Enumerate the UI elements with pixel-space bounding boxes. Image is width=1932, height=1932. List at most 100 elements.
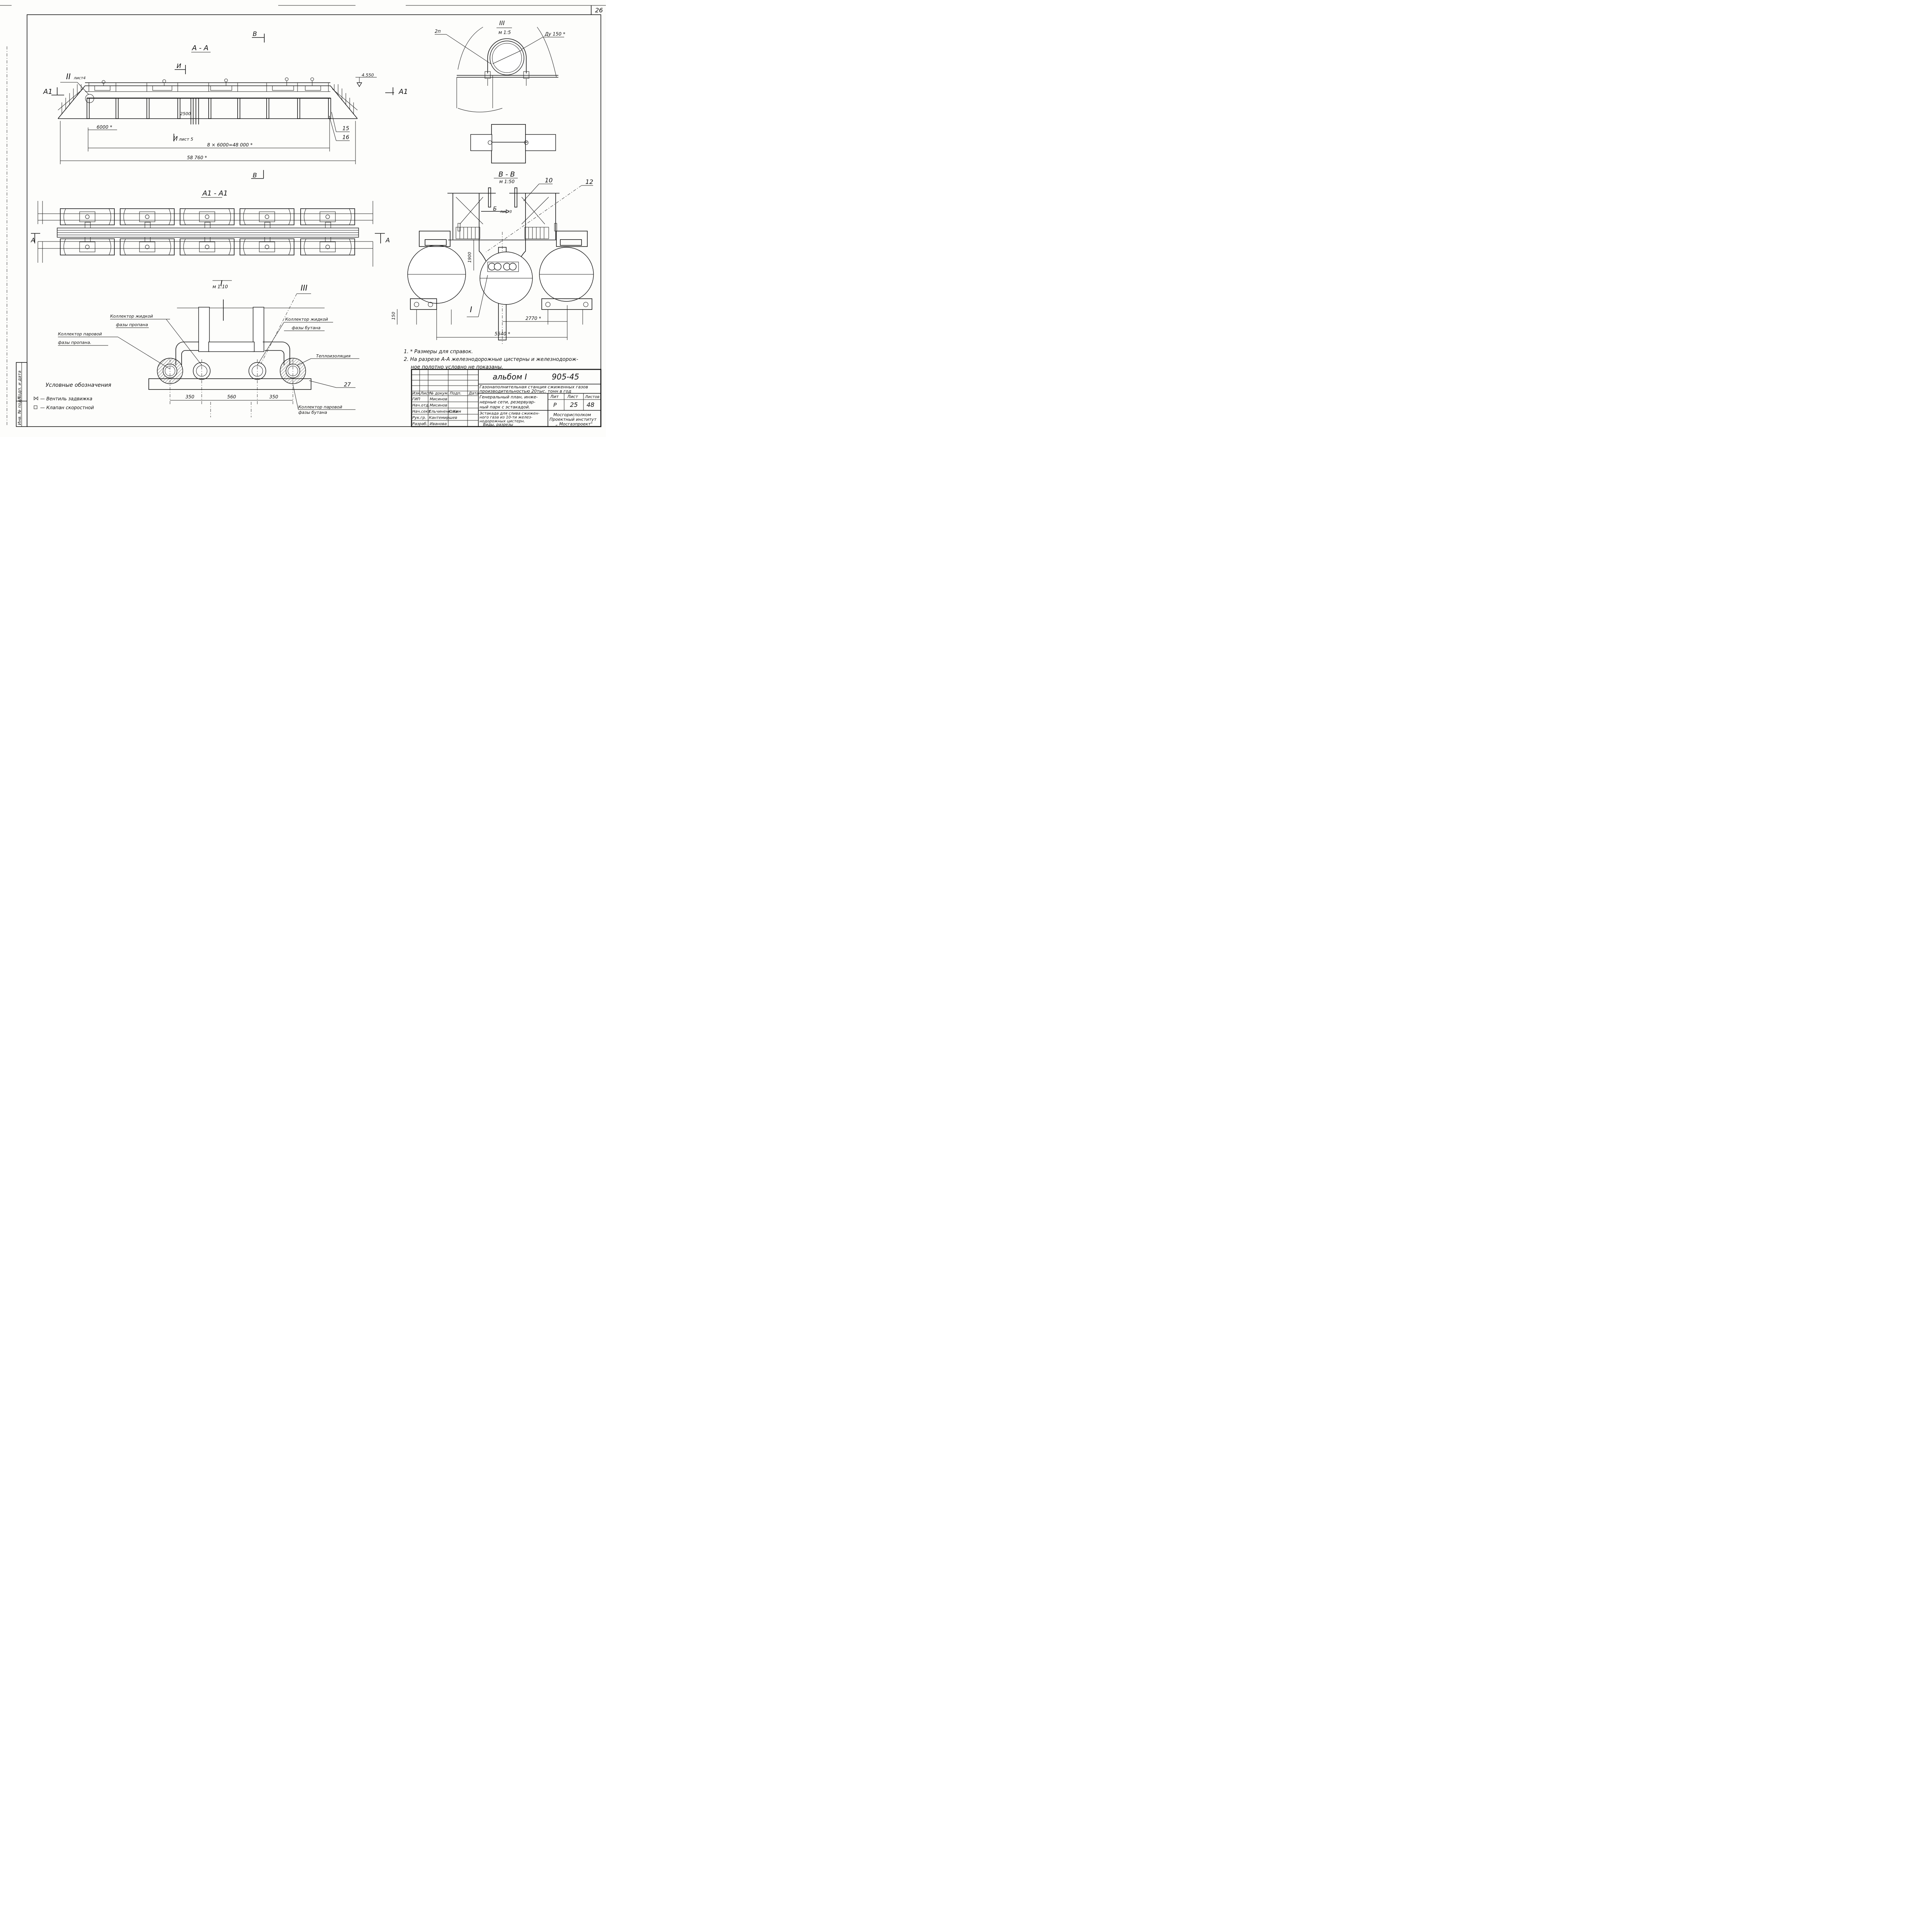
cut-i-top-label: И bbox=[177, 62, 181, 70]
cut-a-left-label: А bbox=[31, 236, 35, 244]
tb-col-izm: Изм. bbox=[412, 391, 422, 396]
legend-title: Условные обозначения bbox=[46, 382, 111, 388]
tb-org-1: Мосгорисполком bbox=[553, 412, 591, 417]
section-a-a-title: А - А bbox=[192, 44, 209, 52]
pos-16: 16 bbox=[342, 134, 349, 141]
gate-valve-icon bbox=[34, 396, 38, 401]
label-du150: Ду 150 * bbox=[544, 31, 565, 37]
dim-total: 58 760 * bbox=[187, 155, 207, 160]
cut-b-ref: лист3 bbox=[500, 210, 512, 214]
tb-org-3: „ Мосгазпроект" bbox=[556, 422, 593, 427]
legend-item-2: — Клапан скоростной bbox=[40, 405, 94, 410]
tb-project-2: производительностью 20тыс. тонн в год bbox=[480, 389, 571, 394]
tb-role-3: Нач.сект. bbox=[412, 410, 431, 414]
legend-item-1: — Вентиль задвижка bbox=[40, 396, 92, 401]
section-b-b: В - В м 1:50 10 12 Б лист3 bbox=[391, 170, 594, 344]
section-b-b-title: В - В bbox=[498, 170, 515, 179]
label-vapor-butane-2: фазы бутана bbox=[298, 410, 327, 415]
cut-i-bottom-label: И bbox=[173, 135, 178, 142]
section-a-a: А - А В В И И лист 5 А1 А1 ІІ лист4 bbox=[43, 30, 408, 179]
dim-span: 8 × 6000=48 000 * bbox=[207, 142, 253, 148]
dim-6000: 6000 * bbox=[97, 124, 112, 130]
pos-12: 12 bbox=[585, 178, 593, 185]
label-2p: 2п bbox=[435, 29, 441, 34]
tb-role-2: Нач.отд. bbox=[412, 403, 430, 408]
tb-sheet-title-2: нерные сети, резервуар- bbox=[480, 400, 536, 405]
tb-role-1: ГИП bbox=[412, 397, 420, 401]
pos-iii: ІІІ bbox=[301, 283, 308, 293]
dim-5540: 5540 * bbox=[495, 331, 510, 337]
detail-i: І м 1:10 350 560 350 Коллектор жидкой bbox=[58, 279, 359, 417]
tb-lit: Р bbox=[553, 402, 557, 408]
detail-i-scale: м 1:10 bbox=[213, 284, 228, 289]
tb-sheet-title-1: Генеральный план, инже- bbox=[480, 395, 538, 400]
cut-a1-left-label: А1 bbox=[43, 88, 53, 96]
tb-hdr-lit: Лит bbox=[550, 394, 559, 399]
view-ii-label: ІІ bbox=[66, 72, 71, 81]
label-insulation: Теплоизоляция bbox=[316, 354, 350, 359]
dim-2500: 2500 bbox=[180, 111, 191, 116]
dim-350-left: 350 bbox=[185, 394, 194, 400]
pos-15: 15 bbox=[342, 126, 349, 132]
tb-project-1: Газонаполнительная станция сжиженных газ… bbox=[480, 384, 588, 389]
note-2b: ное полотно условно не показаны. bbox=[411, 364, 503, 370]
cut-a-right-label: А bbox=[385, 236, 390, 244]
side-stamp-sign: Подп. и дата bbox=[17, 371, 22, 400]
tb-code: 905-45 bbox=[552, 372, 579, 381]
label-vapor-propane-2: фазы пропана. bbox=[58, 340, 91, 345]
dim-350-right: 350 bbox=[269, 394, 278, 400]
cut-i-bottom-ref: лист 5 bbox=[179, 137, 193, 142]
elevation-label: 4.550 bbox=[362, 73, 374, 78]
tb-role-5: Разраб. bbox=[412, 422, 427, 426]
label-liquid-butane-1: Коллектор жидкой bbox=[285, 317, 328, 322]
label-liquid-propane-2: фазы пропана bbox=[116, 322, 148, 327]
side-stamp: Инв. № подл. Подп. и дата bbox=[16, 362, 27, 427]
view-i-label: І bbox=[470, 305, 472, 314]
legend: Условные обозначения — Вентиль задвижка … bbox=[34, 382, 111, 410]
drawing-canvas: 26 А - А В В И И лист 5 А1 А1 ІІ лист4 bbox=[0, 5, 606, 427]
tb-name-5: Иванова bbox=[430, 422, 447, 426]
side-stamp-inv: Инв. № подл. bbox=[17, 396, 22, 425]
tb-drawing-title-1: Эстакада для слива сжижен- bbox=[479, 412, 540, 416]
tb-hdr-sheets: Листов bbox=[585, 395, 599, 399]
tb-org-2: Проектный институт bbox=[549, 417, 597, 422]
tb-name-1: Мисинов bbox=[430, 397, 447, 401]
pos-27: 27 bbox=[344, 382, 351, 388]
page-number: 26 bbox=[595, 7, 603, 14]
dim-2770: 2770 * bbox=[526, 316, 541, 321]
label-liquid-butane-2: фазы бутана bbox=[292, 325, 321, 330]
dim-1900: 1900 bbox=[467, 252, 472, 263]
detail-iii: ІІІ м 1:5 2п Ду 150 * bbox=[435, 19, 565, 163]
dim-560: 560 bbox=[227, 394, 236, 400]
tb-col-date: Дата bbox=[468, 391, 479, 396]
title-block: Изм. Лист № докум. Подп. Дата ГИП Мисино… bbox=[411, 369, 602, 427]
note-1: 1. * Размеры для справок. bbox=[404, 349, 473, 355]
detail-i-title: І bbox=[220, 279, 223, 288]
cut-b-bottom-label: В bbox=[253, 172, 257, 179]
tb-col-doc: № докум. bbox=[429, 391, 449, 396]
tb-sheet-title-3: ный парк с эстакадой. bbox=[480, 405, 530, 410]
tb-sign-3: С.Ким bbox=[449, 410, 461, 414]
label-vapor-butane-1: Коллектор паровой bbox=[298, 405, 342, 410]
section-a1-a1-title: А1 - А1 bbox=[202, 189, 228, 197]
tb-role-4: Рук.гр. bbox=[412, 416, 426, 420]
section-b-b-scale: м 1:50 bbox=[499, 179, 515, 184]
drawing-sheet: { "page_number": "26", "section_AA": { "… bbox=[0, 0, 606, 437]
velocity-valve-icon bbox=[34, 405, 37, 409]
dim-150: 150 bbox=[391, 312, 396, 320]
note-2a: 2. На разрезе А-А железнодорожные цистер… bbox=[404, 357, 578, 362]
tb-name-4: Кантемиршев bbox=[429, 416, 457, 420]
tb-drawing-title-3: нодорожных цистерн. bbox=[480, 419, 525, 423]
tb-sheet: 25 bbox=[570, 401, 578, 408]
label-liquid-propane-1: Коллектор жидкой bbox=[110, 314, 153, 319]
tb-name-2: Мисинов bbox=[430, 403, 447, 408]
sheet-frame bbox=[27, 14, 601, 427]
tb-album: альбом І bbox=[493, 372, 527, 381]
notes: 1. * Размеры для справок. 2. На разрезе … bbox=[404, 349, 578, 370]
tb-drawing-title-4: Виды, разрезы bbox=[483, 423, 513, 427]
cut-b-top-label: В bbox=[253, 30, 257, 37]
tb-drawing-title-2: ного газа из 10-ти желез- bbox=[480, 415, 532, 420]
tb-sheets: 48 bbox=[587, 401, 594, 408]
tb-hdr-sheet: Лист bbox=[567, 394, 578, 399]
label-vapor-propane-1: Коллектор паровой bbox=[58, 332, 102, 337]
